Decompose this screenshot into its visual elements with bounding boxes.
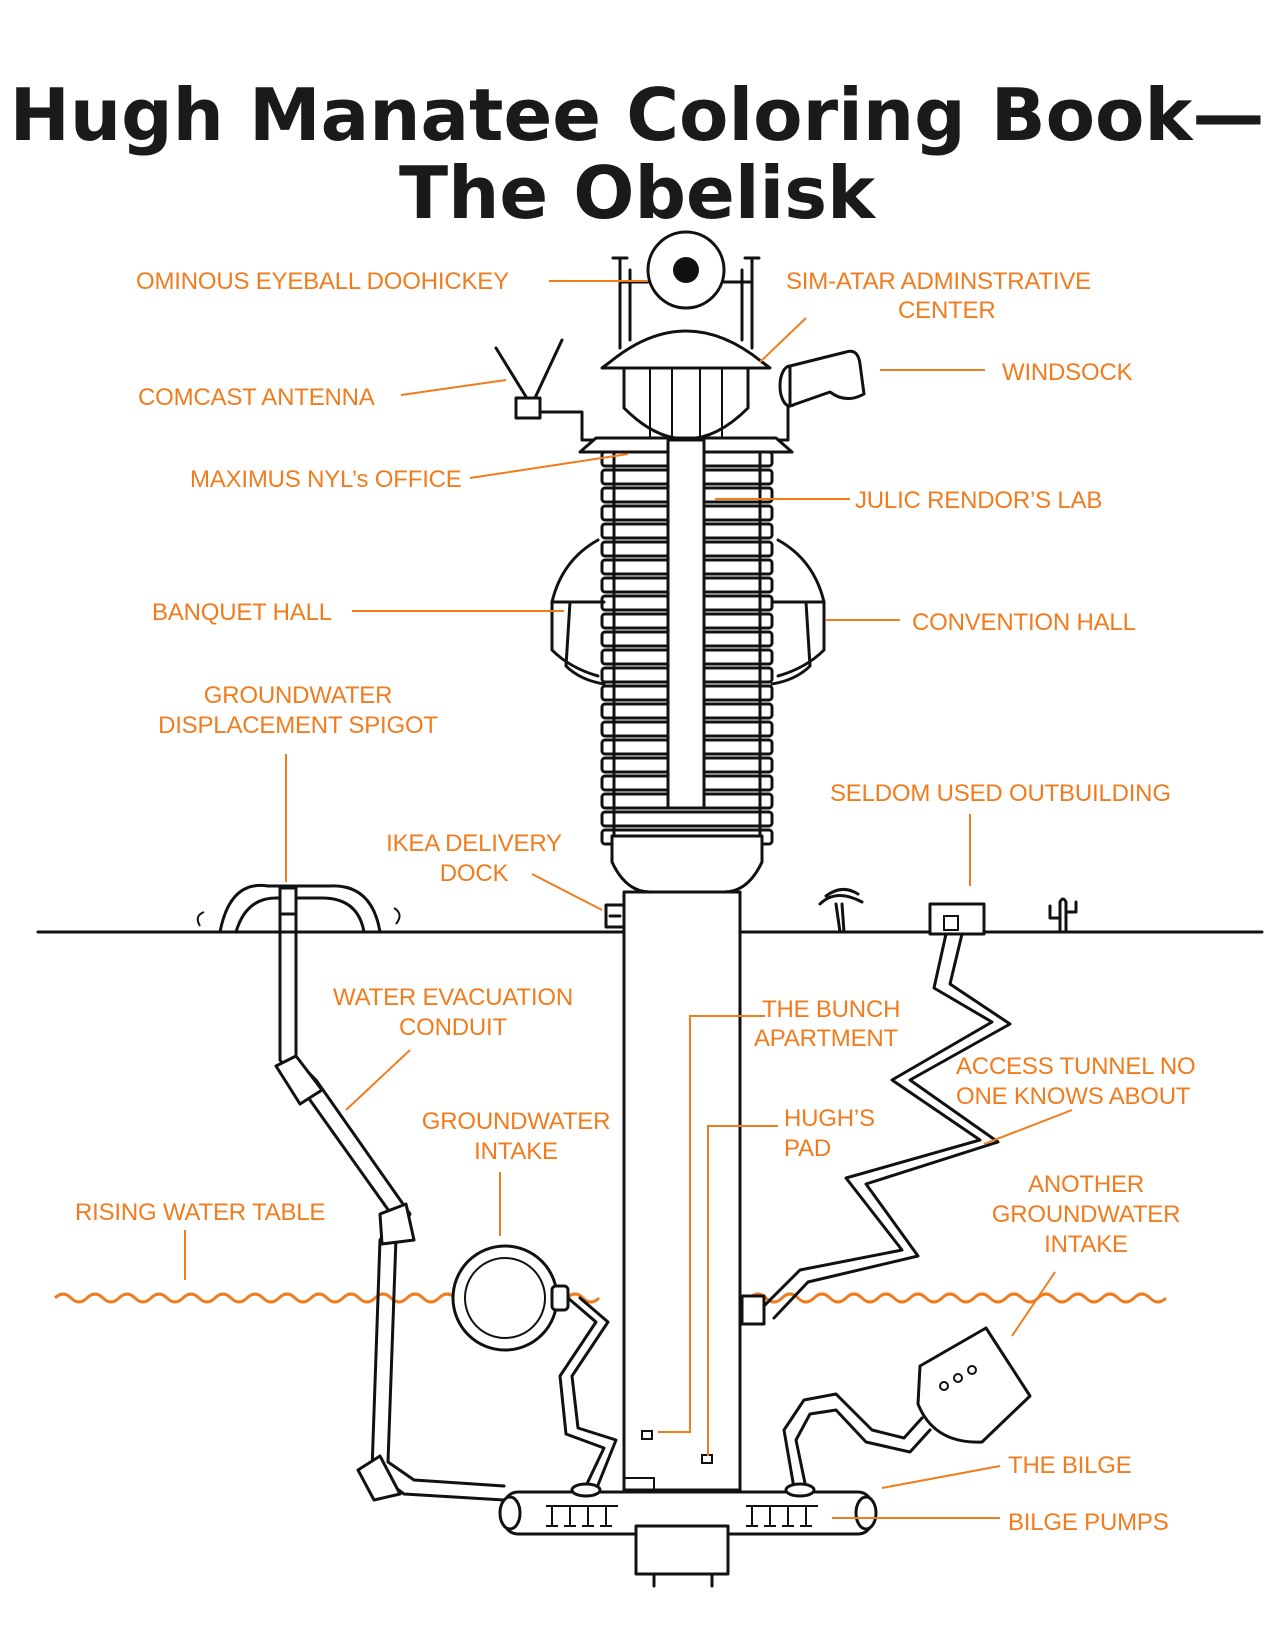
label-another-3: INTAKE <box>1044 1231 1128 1258</box>
water-table-wave-right <box>748 1292 1168 1304</box>
label-convention-hall: CONVENTION HALL <box>912 609 1136 636</box>
label-intake-1: GROUNDWATER <box>422 1108 610 1135</box>
label-another-2: GROUNDWATER <box>992 1201 1180 1228</box>
label-spigot-1: GROUNDWATER <box>204 682 392 709</box>
label-bunch-1: THE BUNCH <box>762 996 900 1023</box>
palm-tree <box>818 888 864 934</box>
admin-center-dome <box>600 329 772 446</box>
label-maximus-office: MAXIMUS NYL’s OFFICE <box>190 466 462 493</box>
label-eyeball: OMINOUS EYEBALL DOOHICKEY <box>136 268 509 295</box>
groundwater-intake-left <box>451 1244 618 1498</box>
bilge-pumps-left <box>546 1505 618 1527</box>
seldom-used-outbuilding <box>928 902 986 936</box>
label-outbuilding: SELDOM USED OUTBUILDING <box>830 780 1171 807</box>
hall-bulges <box>550 538 826 686</box>
title-line-2: The Obelisk <box>399 151 877 235</box>
label-banquet-hall: BANQUET HALL <box>152 599 332 626</box>
water-evacuation-conduit <box>274 912 506 1502</box>
cactus <box>1048 897 1078 934</box>
label-tunnel-2: ONE KNOWS ABOUT <box>956 1083 1191 1110</box>
ikea-dock <box>604 903 626 929</box>
windsock <box>776 349 866 442</box>
label-conduit-2: CONDUIT <box>399 1014 507 1041</box>
lower-bowl <box>610 834 764 894</box>
label-julic-lab: JULIC RENDOR’S LAB <box>855 487 1102 514</box>
label-bunch-2: APARTMENT <box>754 1025 899 1052</box>
column-rib <box>600 810 774 828</box>
leader-lines <box>184 280 1073 1519</box>
displacement-spigot <box>196 883 401 934</box>
label-conduit-1: WATER EVACUATION <box>333 984 573 1011</box>
label-intake-2: INTAKE <box>474 1138 558 1165</box>
labels: OMINOUS EYEBALL DOOHICKEY SIM-ATAR ADMIN… <box>75 268 1196 1536</box>
bunch-apartment-window <box>641 1430 653 1440</box>
label-windsock: WINDSOCK <box>1002 359 1133 386</box>
groundwater-intake-right <box>782 1326 1032 1498</box>
label-another-1: ANOTHER <box>1028 1171 1144 1198</box>
bilge <box>498 1490 878 1588</box>
label-bilge-pumps: BILGE PUMPS <box>1008 1509 1169 1536</box>
label-tunnel-1: ACCESS TUNNEL NO <box>956 1053 1196 1080</box>
title-line-1: Hugh Manatee Coloring Book— <box>10 73 1265 157</box>
label-water-table: RISING WATER TABLE <box>75 1199 325 1226</box>
label-hughs-pad-1: HUGH’S <box>784 1105 875 1132</box>
label-bilge: THE BILGE <box>1008 1452 1132 1479</box>
label-admin-center-1: SIM-ATAR ADMINSTRATIVE <box>786 268 1091 295</box>
label-ikea-2: DOCK <box>440 860 509 887</box>
central-shaft <box>666 438 706 810</box>
label-hughs-pad-2: PAD <box>784 1135 831 1162</box>
comcast-antenna <box>494 338 598 442</box>
bilge-pumps-right <box>746 1505 818 1527</box>
label-antenna: COMCAST ANTENNA <box>138 384 375 411</box>
label-ikea-1: IKEA DELIVERY <box>386 830 562 857</box>
label-spigot-2: DISPLACEMENT SPIGOT <box>158 712 438 739</box>
shaft-base-plate <box>623 1477 655 1491</box>
underground-shaft <box>622 890 742 1492</box>
label-admin-center-2: CENTER <box>898 297 995 324</box>
access-tunnel <box>740 932 1012 1326</box>
